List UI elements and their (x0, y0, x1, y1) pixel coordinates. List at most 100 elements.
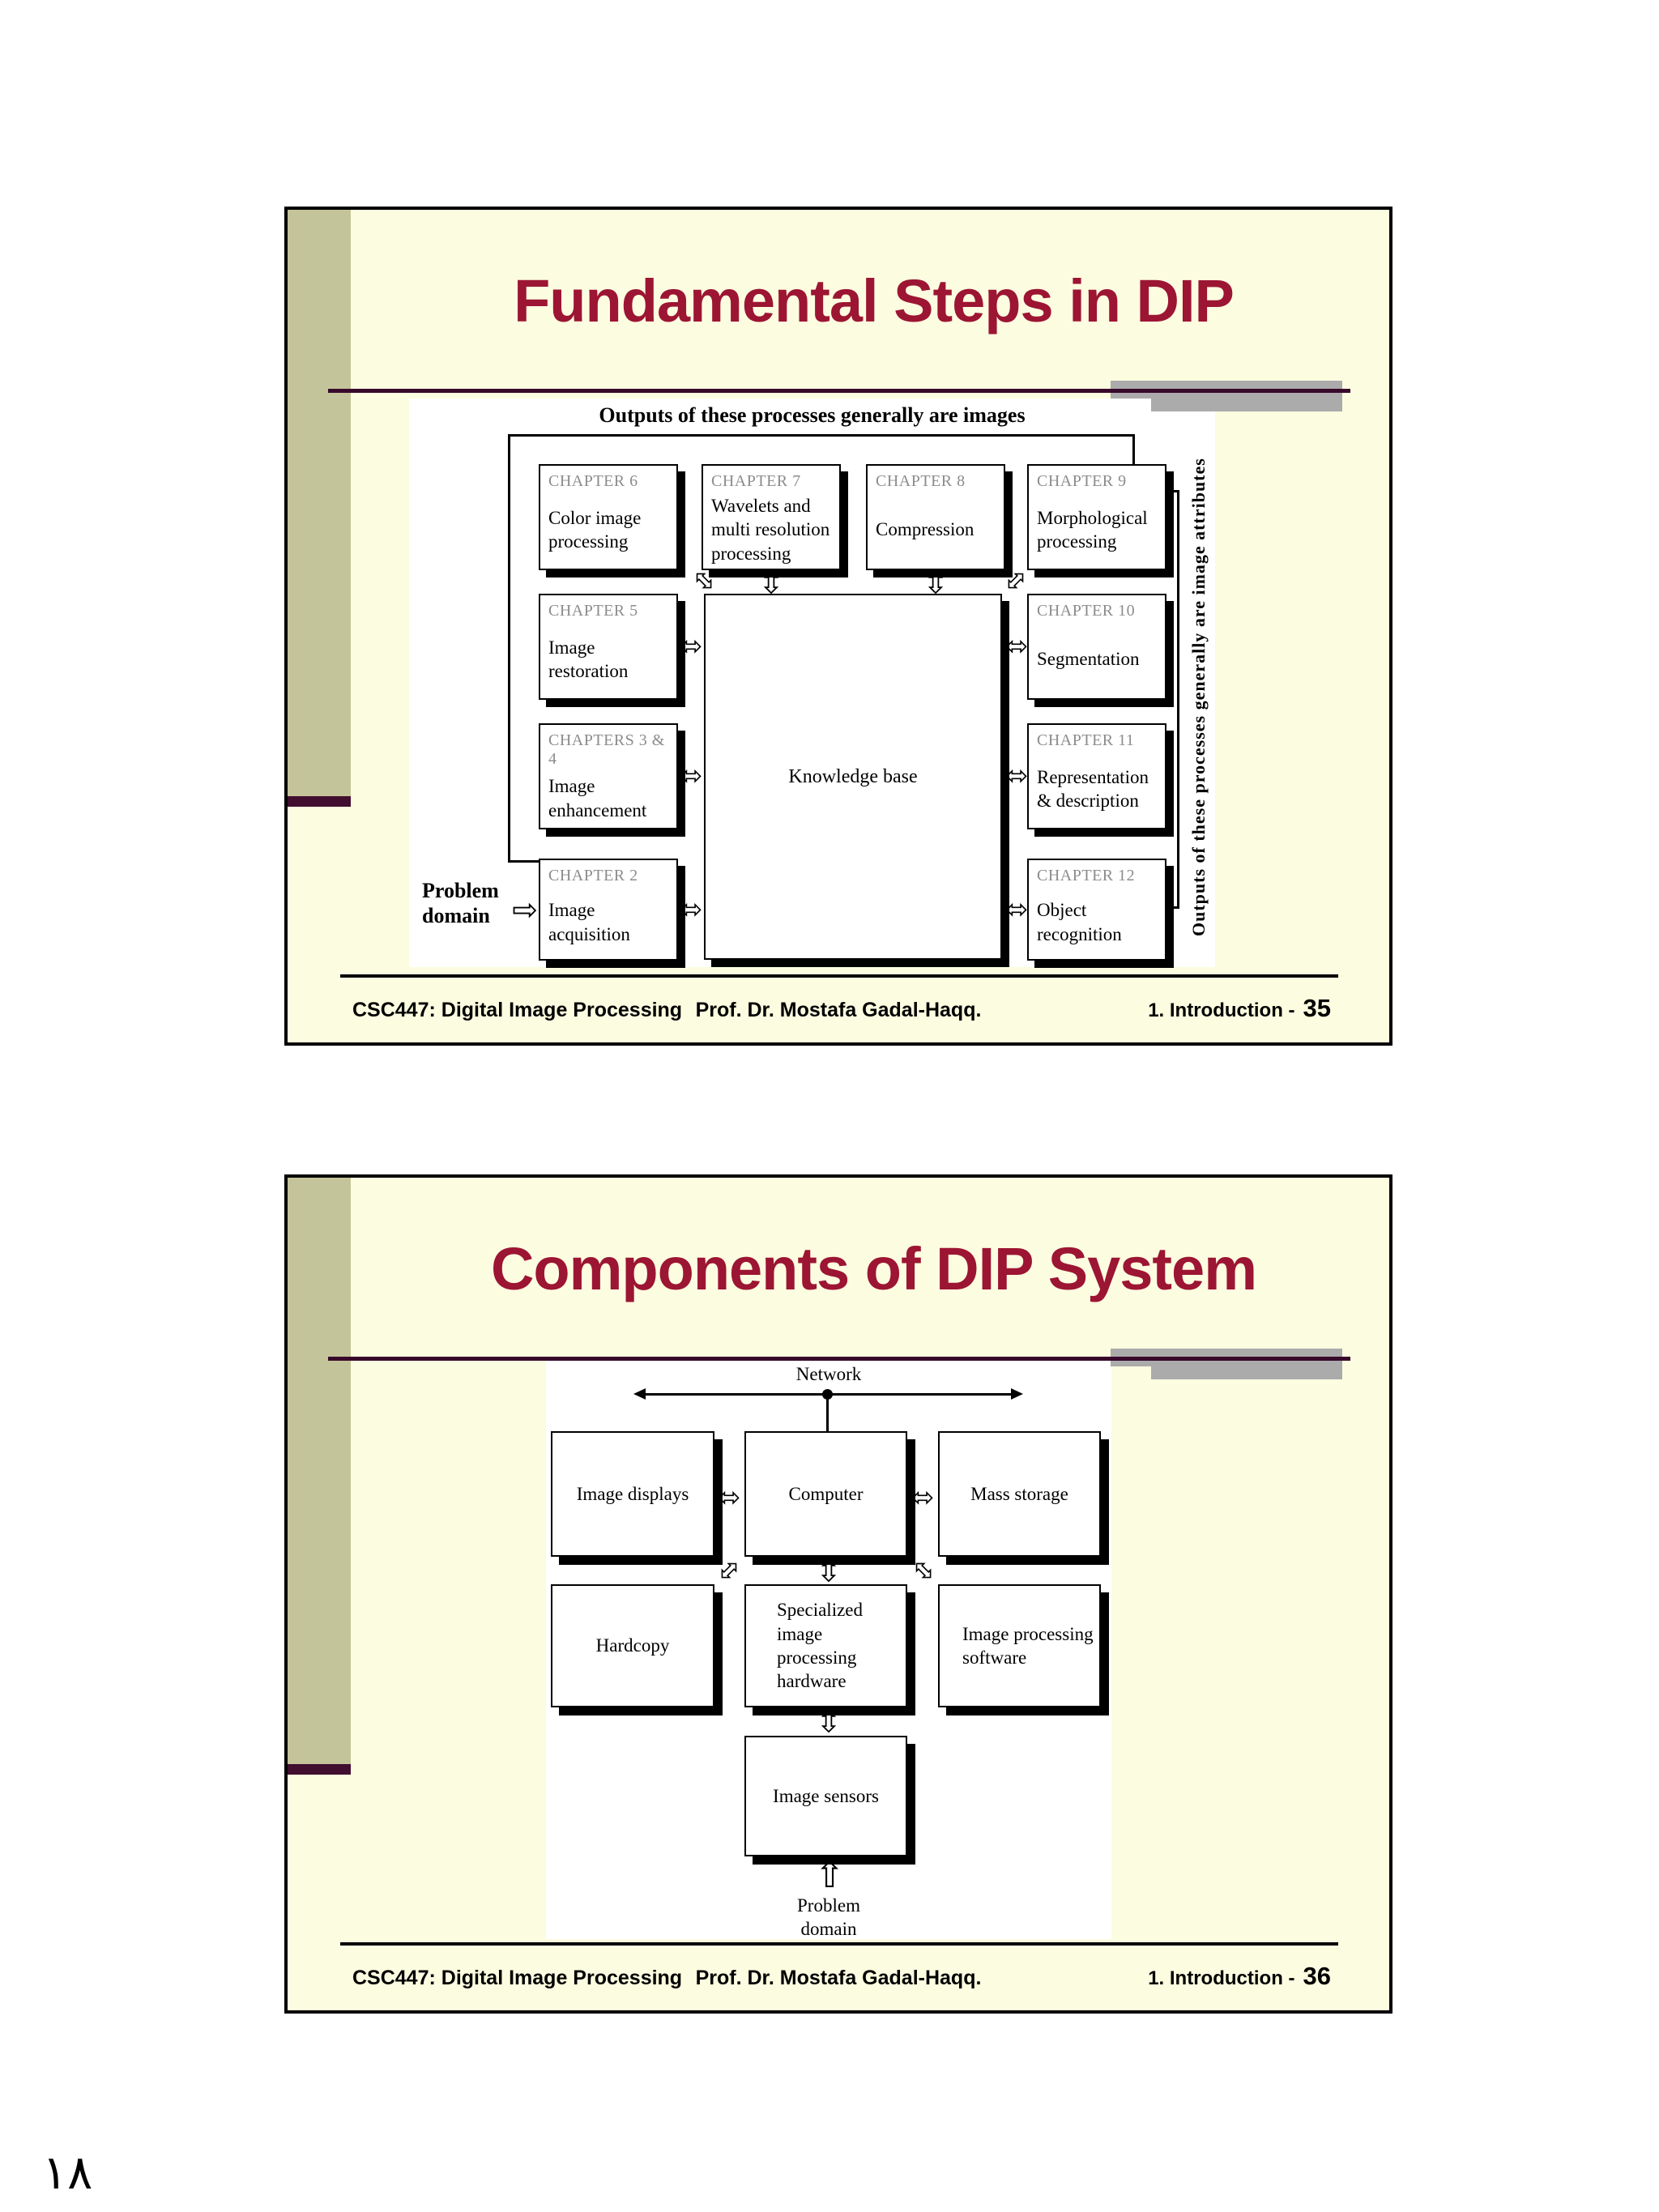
box-label: Object recognition (1037, 900, 1122, 944)
up-down-arrow-icon: ⇳ (816, 1704, 842, 1740)
diagram-heading: Outputs of these processes generally are… (599, 403, 1026, 427)
box-chapter-11: CHAPTER 11 Representation & description (1027, 723, 1166, 829)
box-label: Image displays (576, 1483, 689, 1504)
left-accent-bar (288, 210, 351, 796)
box-image-displays: Image displays (551, 1431, 714, 1557)
bracket-bottom-stub (508, 860, 540, 863)
box-chapter-12: CHAPTER 12 Object recognition (1027, 859, 1166, 961)
box-chapter-2: CHAPTER 2 Image acquisition (539, 859, 678, 961)
box-chapter-5: CHAPTER 5 Image restoration (539, 594, 678, 700)
decor-gray-bar-lower (1151, 399, 1342, 411)
chapter-tag: CHAPTER 10 (1037, 602, 1136, 620)
box-chapter-6: CHAPTER 6 Color image processing (539, 464, 678, 570)
left-right-arrow-icon: ⬄ (1004, 760, 1029, 792)
footer-author: Prof. Dr. Mostafa Gadal-Haqq. (695, 1967, 982, 1989)
box-label: Knowledge base (788, 765, 918, 787)
footer-section: 1. Introduction - (1148, 1967, 1295, 1989)
footer-author: Prof. Dr. Mostafa Gadal-Haqq. (695, 999, 982, 1021)
up-down-arrow-icon: ⇳ (923, 565, 949, 601)
footer-section: 1. Introduction - (1148, 999, 1295, 1021)
box-chapter-10: CHAPTER 10 Segmentation (1027, 594, 1166, 700)
box-chapter-8: CHAPTER 8 Compression (866, 464, 1005, 570)
left-right-arrow-icon: ⬄ (679, 630, 703, 663)
decor-gray-bar-lower (1151, 1366, 1342, 1379)
box-hardcopy: Hardcopy (551, 1584, 714, 1707)
box-chapter-9: CHAPTER 9 Morphological processing (1027, 464, 1166, 570)
box-label: Computer (788, 1483, 864, 1504)
footer-page-group: 1. Introduction - 35 (1148, 994, 1331, 1023)
box-label: Representation & description (1037, 766, 1149, 811)
right-bracket-top-stub (1167, 490, 1177, 492)
title-rule (328, 389, 1350, 393)
footer-page-number: 35 (1303, 994, 1331, 1022)
left-right-arrow-icon: ⬄ (679, 760, 703, 792)
box-label: Compression (876, 519, 975, 540)
sheet-page-number: ١٨ (42, 2145, 93, 2200)
box-label: Image processing software (962, 1623, 1094, 1668)
problem-domain-label: Problem domain (797, 1895, 860, 1939)
box-ip-software: Image processing software (938, 1584, 1101, 1707)
up-down-arrow-icon: ⇳ (758, 565, 784, 601)
box-label: Hardcopy (595, 1635, 670, 1656)
diagram-components-dip: Network Image displays Computer Mass sto… (546, 1360, 1111, 1939)
box-label: Wavelets and multi resolution processing (711, 495, 830, 564)
left-right-arrow-icon: ⬄ (679, 893, 703, 926)
bracket-right-drop (1132, 434, 1135, 467)
right-arrow-icon: ⇨ (512, 892, 538, 927)
left-right-arrow-icon: ⬄ (911, 1481, 935, 1514)
left-right-arrow-icon: ⬄ (1004, 630, 1029, 663)
bracket-left-line (508, 434, 510, 862)
slide-title: Components of DIP System (490, 1235, 1257, 1302)
diagonal-arrow-icon: ⇳ (708, 1551, 748, 1592)
box-mass-storage: Mass storage (938, 1431, 1101, 1557)
right-bracket-bottom-stub (1167, 906, 1177, 909)
box-label: Specialized image processing hardware (777, 1600, 864, 1692)
left-accent-bar (288, 1178, 351, 1764)
box-label: Image enhancement (548, 776, 647, 820)
footer-page-number: 36 (1303, 1962, 1331, 1990)
up-down-arrow-icon: ⇳ (816, 1554, 842, 1589)
title-rule (328, 1357, 1350, 1361)
diagram-fundamental-steps: Outputs of these processes generally are… (409, 399, 1215, 967)
box-knowledge-base: Knowledge base (704, 594, 1002, 960)
side-vertical-label: Outputs of these processes generally are… (1188, 458, 1209, 937)
slide-footer: CSC447: Digital Image Processing Prof. D… (288, 994, 1389, 1029)
chapter-tag: CHAPTER 11 (1037, 731, 1135, 749)
box-label: Segmentation (1037, 649, 1140, 670)
chapter-tag: CHAPTER 7 (711, 472, 801, 490)
network-label: Network (795, 1364, 862, 1384)
footer-course: CSC447: Digital Image Processing (352, 1967, 683, 1989)
footer-page-group: 1. Introduction - 36 (1148, 1962, 1331, 1991)
left-accent-strip (288, 796, 351, 807)
footer-course: CSC447: Digital Image Processing (352, 999, 683, 1021)
slide-title: Fundamental Steps in DIP (514, 267, 1235, 335)
left-right-arrow-icon: ⬄ (1004, 893, 1029, 926)
box-image-sensors: Image sensors (744, 1736, 907, 1856)
chapter-tag: CHAPTER 2 (548, 867, 638, 884)
box-chapter-7: CHAPTER 7 Wavelets and multi resolution … (702, 464, 841, 570)
box-label: Mass storage (970, 1483, 1068, 1504)
chapter-tag: CHAPTER 9 (1037, 472, 1127, 490)
slide-footer: CSC447: Digital Image Processing Prof. D… (288, 1962, 1389, 1997)
box-label: Image acquisition (548, 900, 630, 944)
arrowhead-left-icon (633, 1388, 646, 1400)
box-computer: Computer (744, 1431, 907, 1557)
bracket-top-line (508, 434, 1135, 437)
chapter-tag: CHAPTER 5 (548, 602, 638, 620)
chapter-tag: CHAPTERS 3 & 4 (548, 731, 665, 768)
diagonal-arrow-icon: ⇳ (904, 1551, 945, 1592)
left-right-arrow-icon: ⬄ (717, 1481, 741, 1514)
chapter-tag: CHAPTER 6 (548, 472, 638, 490)
network-stem-line (826, 1394, 829, 1431)
slide-fundamental-steps: Fundamental Steps in DIP Outputs of thes… (284, 207, 1392, 1046)
box-chapters-3-4: CHAPTERS 3 & 4 Image enhancement (539, 723, 678, 829)
slide-components-dip: Components of DIP System Network Image d… (284, 1174, 1392, 2014)
box-label: Color image processing (548, 507, 642, 552)
box-label: Image sensors (773, 1785, 879, 1806)
up-arrow-icon: ⇧ (814, 1855, 845, 1896)
left-accent-strip (288, 1764, 351, 1775)
box-specialized-hardware: Specialized image processing hardware (744, 1584, 907, 1707)
chapter-tag: CHAPTER 8 (876, 472, 966, 490)
box-label: Morphological processing (1037, 507, 1148, 552)
